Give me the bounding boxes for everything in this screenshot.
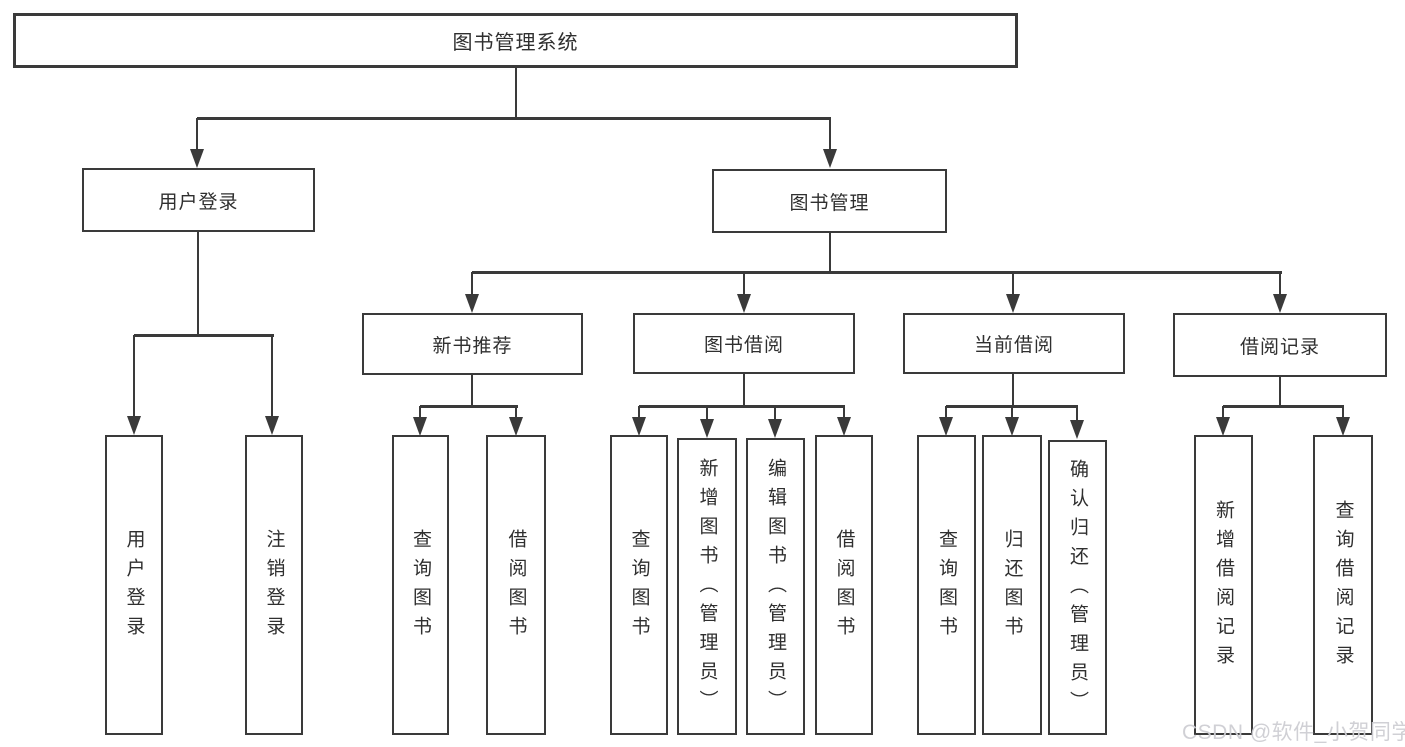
- leaf-borrow-books: 借阅图书: [815, 435, 873, 735]
- node-label: 新增图书（管理员）: [696, 458, 718, 719]
- connector-arrow: [1070, 406, 1084, 439]
- leaf-edit-books-admin: 编辑图书（管理员）: [746, 438, 805, 735]
- connector-arrow: [465, 272, 479, 313]
- node-label: 注销登录: [263, 529, 285, 645]
- connector-arrow: [1005, 406, 1019, 436]
- connector-arrow: [509, 406, 523, 436]
- connector-arrow: [1273, 272, 1287, 313]
- connector-line: [1223, 405, 1344, 408]
- connector-line: [514, 68, 518, 119]
- connector-line: [1278, 377, 1282, 407]
- node-label: 新增借阅记录: [1213, 500, 1234, 674]
- connector-arrow: [1006, 272, 1020, 313]
- csdn-watermark: CSDN @软件_小贺同学: [1182, 721, 1405, 744]
- leaf-return-books: 归还图书: [982, 435, 1042, 735]
- connector-arrow: [837, 406, 851, 436]
- node-label: 图书管理: [789, 192, 870, 214]
- connector-arrow: [823, 118, 837, 168]
- connector-arrow: [768, 406, 782, 438]
- connector-line: [742, 374, 746, 407]
- node-current-borrow: 当前借阅: [903, 313, 1125, 374]
- leaf-borrow-query-books: 查询图书: [610, 435, 668, 735]
- node-label: 当前借阅: [973, 335, 1054, 356]
- connector-arrow: [632, 406, 646, 436]
- connector-arrow: [265, 335, 279, 435]
- connector-line: [639, 405, 845, 408]
- node-label: 借阅图书: [833, 529, 855, 645]
- connector-line: [420, 405, 518, 408]
- leaf-add-books-admin: 新增图书（管理员）: [677, 438, 737, 735]
- leaf-current-query-books: 查询图书: [917, 435, 976, 735]
- connector-line: [828, 233, 832, 273]
- node-label: 图书管理系统: [452, 32, 579, 54]
- connector-arrow: [1216, 406, 1230, 436]
- node-book-management: 图书管理: [712, 169, 947, 233]
- connector-line: [197, 117, 831, 120]
- leaf-add-borrow-record: 新增借阅记录: [1194, 435, 1253, 735]
- node-label: 用户登录: [123, 529, 145, 645]
- node-label: 借阅记录: [1239, 336, 1320, 358]
- node-label: 编辑图书（管理员）: [765, 458, 786, 719]
- connector-arrow: [939, 406, 953, 436]
- connector-arrow: [700, 406, 714, 438]
- node-label: 确认归还（管理员）: [1067, 459, 1088, 720]
- connector-line: [472, 271, 1282, 274]
- connector-arrow: [1336, 406, 1350, 436]
- connector-arrow: [413, 406, 427, 436]
- leaf-recommend-query-books: 查询图书: [392, 435, 449, 735]
- connector-line: [470, 375, 474, 407]
- connector-arrow: [127, 335, 141, 435]
- leaf-user-login: 用户登录: [105, 435, 163, 735]
- node-label: 用户登录: [158, 191, 239, 213]
- node-borrow-records: 借阅记录: [1173, 313, 1387, 377]
- node-label: 查询借阅记录: [1332, 500, 1354, 674]
- node-label: 查询图书: [628, 529, 650, 645]
- connector-arrow: [737, 272, 751, 313]
- node-label: 查询图书: [410, 529, 431, 645]
- node-label: 借阅图书: [505, 529, 527, 645]
- node-new-book-recommend: 新书推荐: [362, 313, 583, 375]
- leaf-query-borrow-record: 查询借阅记录: [1313, 435, 1373, 735]
- node-book-borrow: 图书借阅: [633, 313, 855, 374]
- node-label: 查询图书: [936, 529, 957, 645]
- node-label: 归还图书: [1001, 529, 1023, 645]
- node-user-login: 用户登录: [82, 168, 315, 232]
- node-library-system: 图书管理系统: [13, 13, 1018, 68]
- connector-line: [134, 334, 274, 337]
- connector-line: [196, 232, 200, 336]
- leaf-logout: 注销登录: [245, 435, 303, 735]
- node-label: 图书借阅: [703, 335, 784, 356]
- leaf-recommend-borrow-books: 借阅图书: [486, 435, 546, 735]
- node-label: 新书推荐: [432, 335, 513, 357]
- connector-line: [1011, 374, 1015, 407]
- connector-arrow: [190, 118, 204, 168]
- leaf-confirm-return-admin: 确认归还（管理员）: [1048, 440, 1107, 735]
